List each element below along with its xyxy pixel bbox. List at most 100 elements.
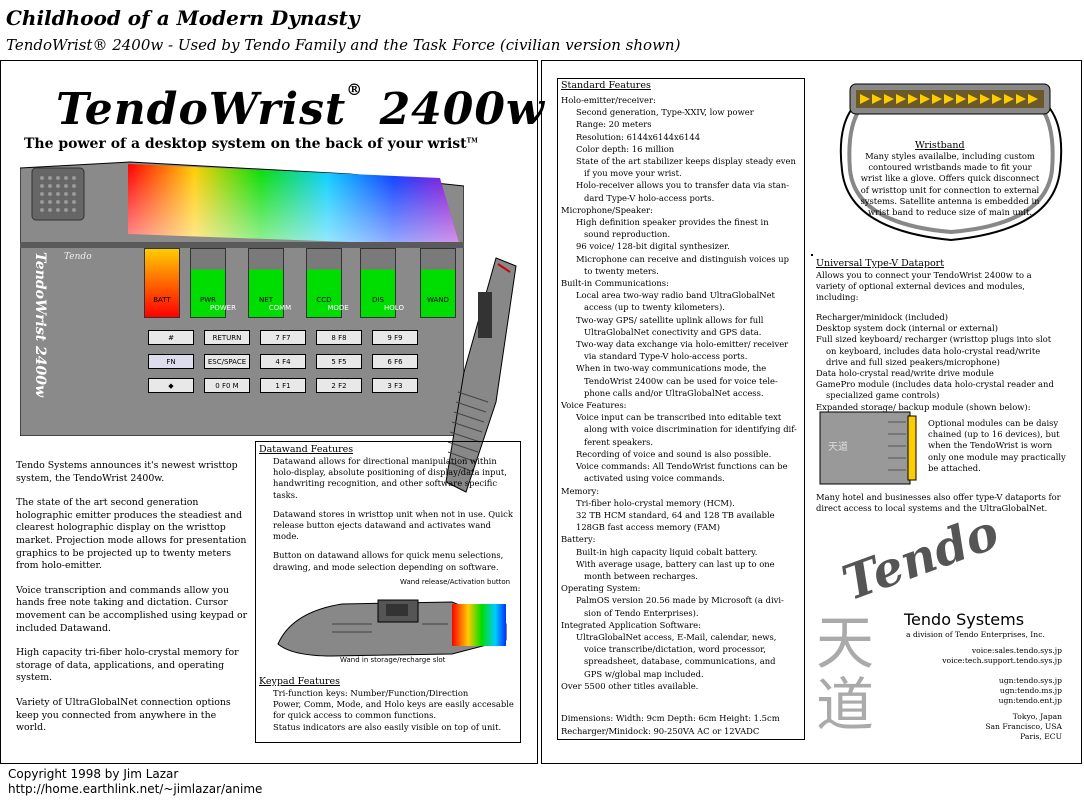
intro-para: The state of the art second generation h… (16, 497, 247, 572)
standard-feature-item: Recording of voice and sound is also pos… (576, 448, 772, 459)
wristtop-device-illustration: BATT PWR POWER NET COMM CCD MODE DIS HOL… (19, 156, 465, 437)
key-5[interactable]: 5 F5 (316, 354, 362, 369)
dataport-item: Recharger/minidock (included) (816, 312, 949, 322)
recharger: Recharger/Minidock: 90-250VA AC or 12VAD… (561, 726, 760, 736)
standard-feature-item: phone calls and/or UltraGlobalNet access… (584, 387, 764, 398)
datawand-keypad-box (255, 441, 521, 743)
standard-feature-item: Battery: (561, 534, 596, 545)
standard-feature-item: Voice Features: (561, 400, 627, 411)
device-body (19, 161, 465, 437)
key-fn[interactable]: FN (148, 354, 194, 369)
left-panel (0, 60, 538, 764)
wristband-text: Many styles availalbe, including custom … (860, 151, 1040, 218)
contact-line: ugn:tendo.ms.jp (999, 686, 1062, 695)
keypad-line: Tri-function keys: Number/Function/Direc… (273, 688, 469, 698)
intro-para: High capacity tri-fiber holo-crystal mem… (16, 647, 239, 684)
standard-feature-item: dard Type-V holo-access ports. (584, 192, 715, 203)
standard-feature-item: Two-way GPS/ satellite uplink allows for… (576, 314, 764, 325)
slot-net (248, 248, 284, 318)
standard-feature-item: Range: 20 meters (576, 119, 652, 130)
datawand-image (445, 257, 517, 493)
brand-name: TendoWrist (56, 84, 347, 135)
standard-feature-item: if you move your wrist. (584, 168, 682, 179)
key-2[interactable]: 2 F2 (316, 378, 362, 393)
keypad-text: Tri-function keys: Number/Function/Direc… (273, 688, 517, 733)
source-url[interactable]: http://home.earthlink.net/~jimlazar/anim… (8, 782, 263, 796)
key-power[interactable]: POWER (210, 304, 236, 312)
standard-feature-item: State of the art stabilizer keeps displa… (576, 156, 796, 167)
key-9[interactable]: 9 F9 (372, 330, 418, 345)
standard-feature-item: 96 voice/ 128-bit digital synthesizer. (576, 241, 730, 252)
key-esc-space[interactable]: ESC/SPACE (204, 354, 250, 369)
datawand-para: Button on datawand allows for quick menu… (273, 550, 504, 572)
dataport-item: GamePro module (includes data holo-cryst… (816, 379, 1054, 401)
device-logo: Tendo (64, 252, 92, 262)
slot-label-batt: BATT (153, 296, 171, 304)
standard-feature-item: PalmOS version 20.56 made by Microsoft (… (576, 595, 784, 606)
key-diamond[interactable]: ◆ (148, 378, 194, 393)
standard-feature-item: Built-in Communications: (561, 278, 669, 289)
key-comm[interactable]: COMM (268, 304, 292, 312)
brand-reg: ® (346, 80, 364, 99)
slot-ccd (306, 248, 342, 318)
datawand-para: Datawand stores in wristtop unit when no… (273, 508, 513, 542)
standard-feature-item: Memory: (561, 485, 600, 496)
page-title: Childhood of a Modern Dynasty (6, 6, 360, 30)
product-brand: TendoWrist® 2400w (56, 80, 545, 135)
slot-label-ccd: CCD (316, 296, 332, 304)
keypad-line: Status indicators are also easily visibl… (273, 721, 502, 732)
standard-feature-item: Tri-fiber holo-crystal memory (HCM). (576, 497, 735, 508)
standard-feature-item: Operating System: (561, 583, 641, 594)
key-mode[interactable]: MODE (327, 304, 349, 312)
standard-feature-item: Microphone can receive and distinguish v… (576, 253, 789, 264)
standard-feature-item: TendoWrist 2400w can be used for voice t… (584, 375, 778, 386)
standard-feature-item: UltraGlobalNet access, E-Mail, calendar,… (576, 631, 777, 642)
datawand-para: Datawand allows for directional manipula… (273, 456, 507, 500)
slot-label-wand: WAND (427, 296, 449, 304)
standard-features-list: Holo-emitter/receiver:Second generation,… (561, 94, 805, 692)
standard-features-box (557, 78, 805, 740)
location-line: Paris, ECU (1020, 732, 1062, 741)
standard-feature-item: High definition speaker provides the fin… (576, 217, 769, 228)
slot-label-pwr: PWR (199, 296, 216, 304)
company-kanji: 天道 (816, 609, 875, 739)
key-6[interactable]: 6 F6 (372, 354, 418, 369)
standard-feature-item: GPS w/global map included. (584, 668, 704, 679)
right-panel (541, 60, 1082, 764)
tagline: The power of a desktop system on the bac… (24, 136, 478, 152)
callout-release: Wand release/Activation button (400, 578, 511, 586)
dataport-title: Universal Type-V Dataport (816, 258, 945, 269)
contact-line: voice:tech.support.tendo.sys.jp (942, 656, 1062, 665)
key-1[interactable]: 1 F1 (260, 378, 306, 393)
key-hash[interactable]: # (148, 330, 194, 345)
tagline-text: The power of a desktop system on the bac… (24, 136, 467, 152)
slot-label-net: NET (259, 296, 273, 304)
slot-pwr (190, 248, 226, 318)
dataport-item: Data holo-crystal read/write drive modul… (816, 368, 994, 379)
company-name: Tendo Systems (904, 610, 1025, 629)
dataport-divider (811, 254, 813, 256)
key-4[interactable]: 4 F4 (260, 354, 306, 369)
storage-module-image: 天道 (819, 411, 917, 485)
dataport-list: Recharger/minidock (included)Desktop sys… (816, 312, 1060, 413)
key-0[interactable]: 0 F0 M (204, 378, 250, 393)
key-3[interactable]: 3 F3 (372, 378, 418, 393)
key-7[interactable]: 7 F7 (260, 330, 306, 345)
standard-feature-item: Voice commands: All TendoWrist functions… (576, 461, 788, 472)
slot-wand (420, 248, 456, 318)
key-return[interactable]: RETURN (204, 330, 250, 345)
key-holo[interactable]: HOLO (384, 304, 404, 312)
brand-model: 2400w (379, 84, 545, 135)
callout-storage: Wand in storage/recharge slot (340, 656, 446, 664)
standard-feature-item: UltraGlobalNet conectivity and GPS data. (584, 326, 762, 337)
standard-feature-item: spreadsheet, database, communications, a… (584, 656, 776, 667)
key-8[interactable]: 8 F8 (316, 330, 362, 345)
standard-feature-item: Resolution: 6144x6144x6144 (576, 131, 701, 142)
wristband-image (839, 83, 1063, 242)
standard-title: Standard Features (561, 80, 651, 91)
intro-text: Tendo Systems announces it's newest wris… (16, 460, 248, 747)
intro-para: Voice transcription and commands allow y… (16, 584, 248, 634)
contact-line: ugn:tendo.ent.jp (998, 696, 1062, 705)
